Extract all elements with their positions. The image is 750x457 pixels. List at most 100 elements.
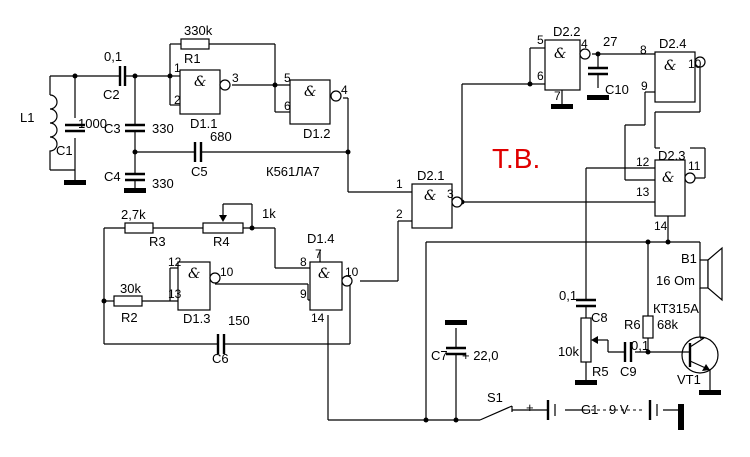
pin-label: 7: [315, 247, 322, 261]
ground-c7: [445, 320, 467, 325]
gate-symbol: &: [304, 84, 316, 100]
r1-value: 330k: [184, 23, 213, 38]
resistors: [113, 38, 654, 363]
vt1-type: КТ315А: [653, 301, 699, 316]
c2-label: C2: [103, 87, 120, 102]
c4-label: C4: [104, 169, 121, 184]
pin-label: 9: [641, 79, 648, 93]
wires: [49, 43, 711, 421]
r6-value: 68k: [657, 317, 678, 332]
c3-value: 330: [152, 121, 174, 136]
r3-label: R3: [149, 234, 166, 249]
gate-d2-1: &: [411, 183, 463, 229]
gate-d1-2-label: D1.2: [303, 126, 330, 141]
gate-symbol: &: [664, 58, 676, 74]
b1-label: B1: [681, 251, 697, 266]
c2-value: 0,1: [104, 49, 122, 64]
r6-label: R6: [624, 317, 641, 332]
c8-value: 0,1: [559, 288, 577, 303]
c10-label: C10: [605, 82, 629, 97]
resistor-r2: [113, 295, 143, 307]
pin-label: 10: [345, 265, 359, 279]
b1-value: 16 Om: [656, 273, 695, 288]
c10-value: 27: [603, 34, 617, 49]
c5-value: 680: [210, 129, 232, 144]
gate-symbol: &: [318, 266, 330, 282]
gate-d1-3: &: [177, 261, 221, 311]
gate-d1-2: &: [289, 79, 342, 125]
transistor-vt1: [680, 336, 719, 374]
gate-d2-4-label: D2.4: [659, 36, 686, 51]
pin-label: 13: [168, 287, 182, 301]
gate-d2-3: &: [654, 159, 696, 217]
capacitors: [65, 66, 633, 362]
s1-label: S1: [487, 390, 503, 405]
g1-value: 9 V: [609, 402, 629, 417]
ground-c10: [587, 95, 609, 100]
l1-label: L1: [20, 110, 34, 125]
inductor-l1: [49, 94, 58, 155]
gate-symbol: &: [194, 74, 206, 90]
pin-label: 9: [300, 287, 307, 301]
speaker-b1: [699, 246, 723, 302]
logic-gates: & & & & & &: [177, 39, 706, 311]
c3-label: C3: [104, 121, 121, 136]
resistor-r5: [580, 317, 592, 363]
pin-label: 1: [396, 177, 403, 191]
ground-battery: [678, 404, 684, 430]
ground-symbols: [64, 95, 721, 430]
pin-label: 2: [174, 93, 181, 107]
c9-label: C9: [620, 364, 637, 379]
c7-value: + 22,0: [462, 348, 499, 363]
pin-label: 4: [581, 37, 588, 51]
gate-d2-4: &: [654, 51, 706, 103]
resistor-r4: [202, 222, 244, 234]
ground-vt1: [699, 390, 721, 395]
pin-label: 10: [688, 57, 702, 71]
pin-label: 3: [232, 71, 239, 85]
title: Т.В.: [492, 143, 540, 174]
c6-value: 150: [228, 313, 250, 328]
c6-label: C6: [212, 351, 229, 366]
gate-symbol: &: [424, 188, 436, 204]
gate-d1-1-label: D1.1: [190, 116, 217, 131]
pin-label: 1: [174, 61, 181, 75]
g1-plus-label: +: [526, 400, 534, 415]
resistor-r6: [642, 315, 654, 339]
r4-wiper-arrow: [219, 215, 227, 222]
gate-d1-4: &: [309, 261, 353, 311]
pin-label: 11: [688, 159, 701, 173]
pin-label: 12: [168, 255, 182, 269]
gate-symbol: &: [554, 46, 566, 62]
battery-g1: [546, 400, 658, 420]
ground-r5: [575, 380, 597, 385]
r2-value: 30k: [120, 281, 141, 296]
r5-value: 10k: [558, 344, 579, 359]
ground-c4: [124, 188, 146, 193]
c5-label: C5: [191, 164, 208, 179]
pin-label: 5: [537, 33, 544, 47]
switch-s1: [479, 405, 513, 421]
pin-label: 12: [636, 155, 650, 169]
r3-value: 2,7k: [121, 207, 146, 222]
gate-d2-1-label: D2.1: [417, 168, 444, 183]
pin-label: 6: [537, 69, 544, 83]
r4-label: R4: [213, 234, 230, 249]
r5-wiper-arrow: [591, 336, 598, 344]
resistor-r1: [180, 38, 210, 50]
r2-label: R2: [121, 310, 138, 325]
pin-label: 10: [220, 265, 234, 279]
c9-value: 0,1: [631, 338, 649, 353]
gate-symbol: &: [662, 170, 674, 186]
ground-d22: [551, 104, 573, 109]
pin-label: 14: [311, 311, 325, 325]
r1-label: R1: [184, 51, 201, 66]
chip-type-label: К561ЛА7: [266, 164, 320, 179]
pin-label: 8: [640, 43, 647, 57]
pin-label: 5: [284, 71, 291, 85]
pin-label: 4: [341, 83, 348, 97]
c1-value: 1000: [78, 116, 107, 131]
pin-label: 2: [396, 207, 403, 221]
c7-label: C7: [431, 348, 448, 363]
